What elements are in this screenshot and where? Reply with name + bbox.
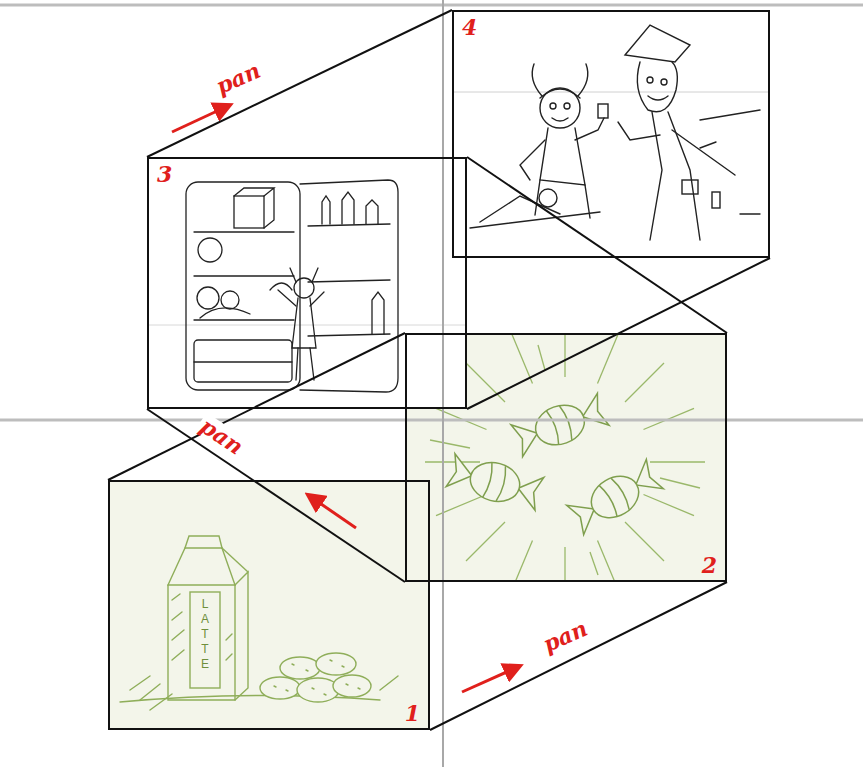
perspective-line [147,10,452,157]
perspective-line [430,582,727,730]
storyboard-panel: 2 [405,333,727,582]
carton-text: LATTE [199,597,211,672]
perspective-line [467,157,727,333]
panel-number: 4 [454,12,485,42]
panel-4-art [452,10,770,258]
storyboard-panel: 3 [147,157,467,409]
panel-1-art [108,480,430,730]
perspective-line [147,409,405,582]
panel-number: 1 [397,698,428,728]
storyboard-panel: 1 [108,480,430,730]
perspective-line [108,333,405,480]
storyboard-panel: 4 [452,10,770,258]
pan-label: pan [210,57,266,98]
panel-number: 2 [694,550,725,580]
panel-number: 3 [149,159,180,189]
pan-label: pan [537,615,593,656]
panel-3-art [147,157,467,409]
pan-arrows [172,105,520,692]
